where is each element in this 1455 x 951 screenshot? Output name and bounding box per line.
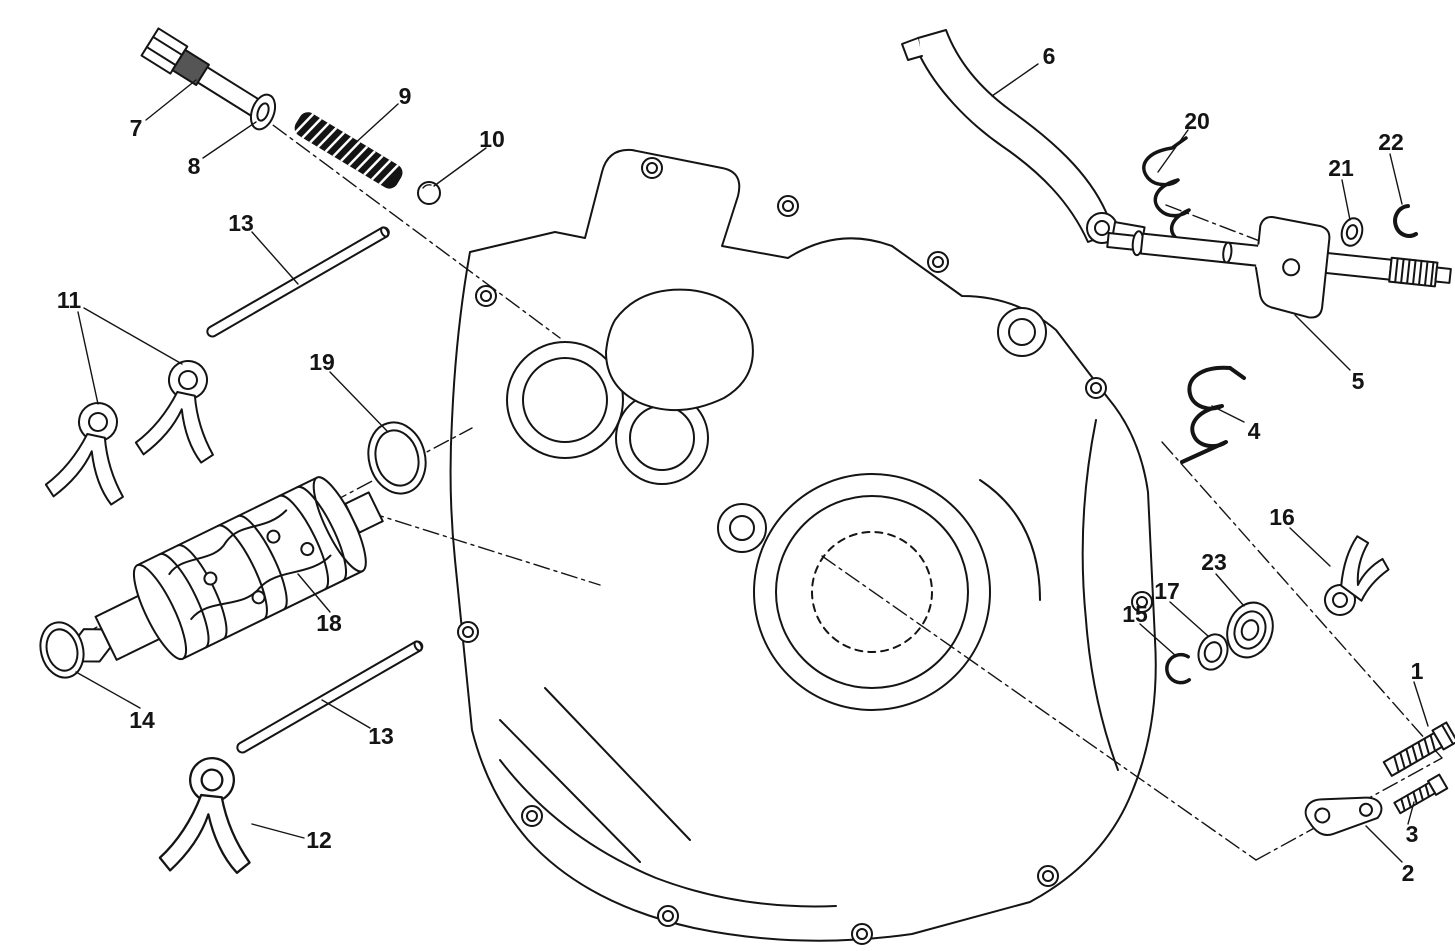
fork-rod-lower-part-13 <box>236 640 424 754</box>
bearing-part-23 <box>1226 601 1274 659</box>
callout-label-3: 3 <box>1406 821 1419 847</box>
shift-drum-part-18 <box>71 476 384 663</box>
callout-label-23: 23 <box>1201 549 1227 575</box>
callout-label-8: 8 <box>188 153 201 179</box>
callout-label-11: 11 <box>57 287 82 313</box>
stopper-plate-part-2 <box>1304 796 1383 836</box>
fork-rod-upper-part-13 <box>206 226 390 338</box>
washer-part-8 <box>249 93 277 131</box>
callout-label-13a: 13 <box>228 210 254 236</box>
shift-shaft-part-5 <box>1106 216 1452 319</box>
bolt-holes <box>457 157 1153 945</box>
crankcase-drawing <box>449 148 1157 945</box>
ring-part-15 <box>1165 652 1192 685</box>
circlip-part-22 <box>1393 204 1418 238</box>
screw-part-1 <box>1382 721 1455 777</box>
callout-label-12: 12 <box>306 827 332 853</box>
callout-label-15: 15 <box>1122 601 1148 627</box>
callout-label-20: 20 <box>1184 108 1210 134</box>
callout-label-17: 17 <box>1154 578 1180 604</box>
shift-fork-part-12 <box>158 757 251 874</box>
washer-part-21 <box>1340 217 1364 247</box>
callout-label-5: 5 <box>1352 368 1365 394</box>
callout-label-22: 22 <box>1378 129 1404 155</box>
callout-label-14: 14 <box>129 707 155 733</box>
callout-label-19: 19 <box>309 349 335 375</box>
ball-part-10 <box>417 181 441 205</box>
callout-label-6: 6 <box>1043 43 1056 69</box>
callout-label-2: 2 <box>1402 860 1415 886</box>
oring-part-14 <box>39 621 85 679</box>
callout-label-9: 9 <box>399 83 412 109</box>
leader-lines <box>75 63 1429 863</box>
oring-part-19 <box>367 421 427 495</box>
callout-label-16: 16 <box>1269 504 1295 530</box>
washer-part-17 <box>1197 633 1229 671</box>
callout-label-1: 1 <box>1411 658 1424 684</box>
screw-part-3 <box>1393 773 1449 815</box>
callout-label-21: 21 <box>1328 155 1354 181</box>
callout-label-13b: 13 <box>368 723 394 749</box>
callout-label-10: 10 <box>479 126 505 152</box>
detent-plunger-part-7 <box>140 27 268 120</box>
callout-label-7: 7 <box>130 115 143 141</box>
shift-forks-part-11 <box>44 360 214 506</box>
gear-selector-lever-part-6 <box>901 29 1146 244</box>
callout-label-4: 4 <box>1248 418 1261 444</box>
spring-part-9 <box>293 112 403 189</box>
callout-labels: 7 8 9 10 13 11 19 18 14 13 12 6 20 21 22… <box>57 43 1424 886</box>
callout-label-18: 18 <box>316 610 342 636</box>
return-spring-part-4 <box>1180 365 1246 464</box>
pawl-part-16 <box>1324 535 1390 616</box>
